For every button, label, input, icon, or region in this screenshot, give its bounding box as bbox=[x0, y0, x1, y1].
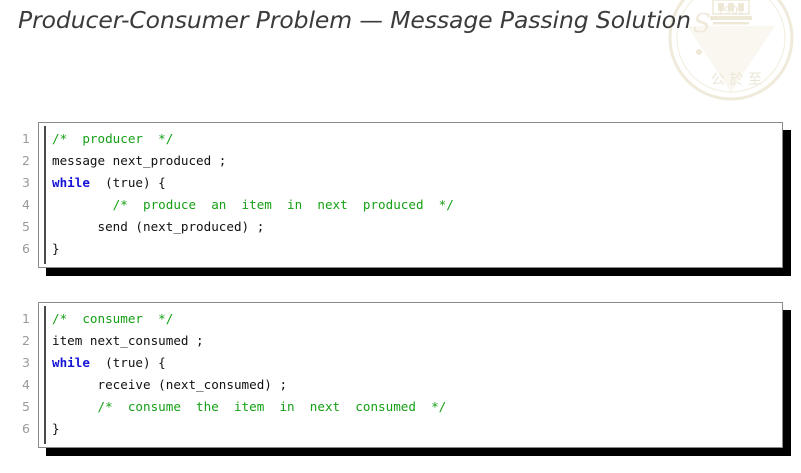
code-token-plain: receive (next_consumed) ; bbox=[52, 377, 288, 392]
code-line: /* producer */ bbox=[52, 128, 781, 150]
code-token-plain: } bbox=[52, 241, 60, 256]
code-token-plain: send (next_produced) ; bbox=[52, 219, 265, 234]
code-line: /* consume the item in next consumed */ bbox=[52, 396, 781, 418]
code-line: while (true) { bbox=[52, 352, 781, 374]
seal-year: 1902 bbox=[717, 4, 745, 17]
code-token-keyword: while bbox=[52, 175, 90, 190]
code-text[interactable]: /* consumer */ item next_consumed ; while … bbox=[52, 308, 781, 440]
code-line: receive (next_consumed) ; bbox=[52, 374, 781, 396]
code-token-plain: (true) { bbox=[89, 355, 166, 370]
code-line: while (true) { bbox=[52, 172, 781, 194]
line-number: 5 bbox=[22, 399, 30, 414]
seal-characters: 公 於 至 bbox=[711, 72, 762, 88]
line-number: 3 bbox=[22, 355, 30, 370]
line-number: 5 bbox=[22, 219, 30, 234]
line-number: 3 bbox=[22, 175, 30, 190]
line-number-gutter: 1 2 3 4 5 6 bbox=[0, 308, 30, 440]
code-token-plain: (true) { bbox=[89, 175, 166, 190]
line-number: 2 bbox=[22, 153, 30, 168]
seal-letter: S bbox=[693, 9, 711, 39]
code-token-plain: } bbox=[52, 421, 60, 436]
line-number-gutter: 1 2 3 4 5 6 bbox=[0, 128, 30, 260]
code-line: /* consumer */ bbox=[52, 308, 781, 330]
line-number: 1 bbox=[22, 311, 30, 326]
code-token-plain: message next_produced ; bbox=[52, 153, 227, 168]
code-line: } bbox=[52, 238, 781, 260]
code-block-frame bbox=[38, 302, 783, 448]
line-number: 2 bbox=[22, 333, 30, 348]
line-number: 4 bbox=[22, 377, 30, 392]
line-number: 6 bbox=[22, 421, 30, 436]
line-number: 1 bbox=[22, 131, 30, 146]
code-line: } bbox=[52, 418, 781, 440]
code-block-left-rule bbox=[44, 126, 47, 264]
code-line: send (next_produced) ; bbox=[52, 216, 781, 238]
code-token-comment: /* consumer */ bbox=[52, 311, 174, 326]
code-token-comment: /* produce an item in next produced */ bbox=[52, 197, 454, 212]
line-number: 4 bbox=[22, 197, 30, 212]
code-line: message next_produced ; bbox=[52, 150, 781, 172]
page-title: Producer-Consumer Problem — Message Pass… bbox=[18, 6, 691, 34]
code-block-frame bbox=[38, 122, 783, 268]
code-text[interactable]: /* producer */ message next_produced ; whi… bbox=[52, 128, 781, 260]
code-token-comment: /* consume the item in next consumed */ bbox=[52, 399, 447, 414]
line-number: 6 bbox=[22, 241, 30, 256]
code-line: item next_consumed ; bbox=[52, 330, 781, 352]
code-token-comment: /* producer */ bbox=[52, 131, 174, 146]
code-block-left-rule bbox=[44, 306, 47, 444]
code-token-plain: item next_consumed ; bbox=[52, 333, 204, 348]
code-token-keyword: while bbox=[52, 355, 90, 370]
code-line: /* produce an item in next produced */ bbox=[52, 194, 781, 216]
